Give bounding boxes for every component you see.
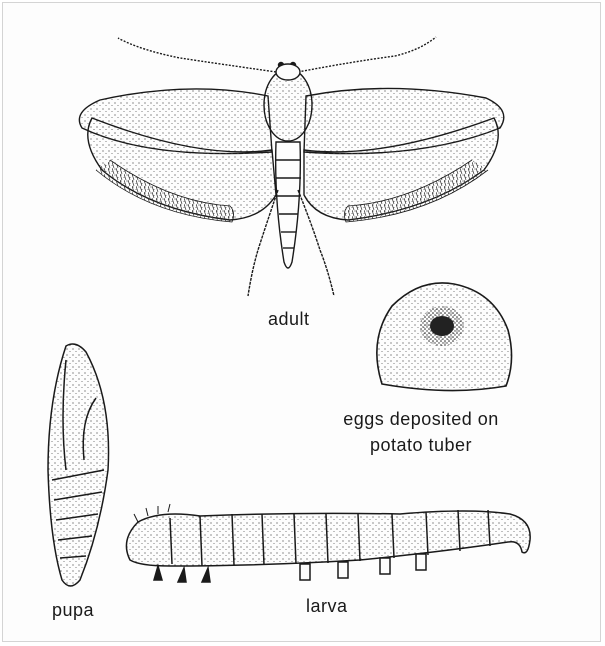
- pupa-label: pupa: [52, 600, 94, 621]
- potato-tuber-eggs-drawing: [377, 283, 512, 391]
- larva-label: larva: [306, 596, 348, 617]
- larva-drawing: [126, 504, 530, 582]
- adult-label: adult: [268, 309, 310, 330]
- pupa-drawing: [48, 344, 109, 586]
- eggs-label: eggs deposited on potato tuber: [326, 406, 516, 458]
- adult-moth-drawing: [79, 37, 503, 296]
- eggs-label-line2: potato tuber: [326, 432, 516, 458]
- eggs-label-line1: eggs deposited on: [326, 406, 516, 432]
